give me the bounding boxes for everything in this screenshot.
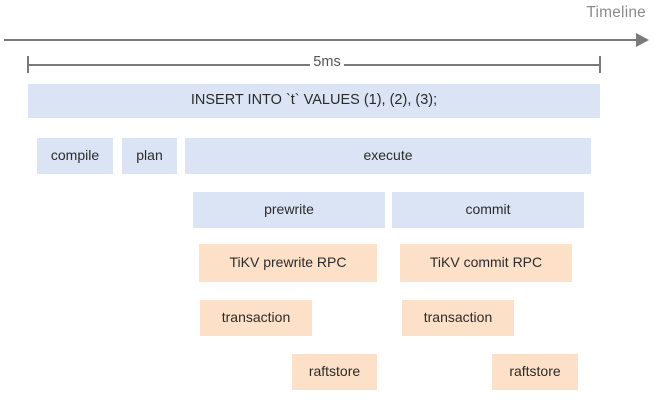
bar-raftstore-row-1[interactable]: raftstore (492, 354, 578, 390)
bar-label: raftstore (308, 363, 361, 380)
bar-label: TiKV prewrite RPC (229, 254, 347, 271)
bar-label: raftstore (509, 363, 561, 380)
bar-label: transaction (221, 309, 291, 326)
duration-ruler-line (27, 64, 601, 66)
bar-label: execute (363, 147, 413, 164)
bar-rpc-row-1[interactable]: TiKV commit RPC (400, 244, 572, 282)
bar-phase-row-2[interactable]: execute (185, 138, 591, 174)
duration-ruler-label-text: 5ms (310, 54, 344, 70)
bar-label: compile (50, 147, 100, 164)
bar-label: prewrite (264, 201, 314, 218)
timeline-title: Timeline (586, 4, 646, 21)
bar-label: plan (136, 147, 163, 164)
bar-raftstore-row-0[interactable]: raftstore (292, 354, 377, 390)
timeline-arrow-icon (636, 33, 649, 47)
bar-phase-row-0[interactable]: compile (37, 138, 113, 174)
bar-label: TiKV commit RPC (429, 254, 543, 271)
bar-rpc-row-0[interactable]: TiKV prewrite RPC (199, 244, 377, 282)
bar-transaction-row-1[interactable]: transaction (402, 300, 514, 336)
timeline-axis-line (4, 39, 640, 41)
duration-ruler-start-tick (27, 56, 29, 73)
bar-label: commit (465, 201, 511, 218)
bar-label: transaction (423, 309, 493, 326)
bar-statement-row-0[interactable]: INSERT INTO `t` VALUES (1), (2), (3); (28, 84, 600, 118)
duration-ruler-label: 5ms (0, 54, 654, 70)
duration-ruler-end-tick (599, 56, 601, 73)
bar-phase-row-1[interactable]: plan (122, 138, 177, 174)
bar-transaction-row-0[interactable]: transaction (200, 300, 312, 336)
bar-label: INSERT INTO `t` VALUES (1), (2), (3); (190, 92, 438, 109)
bar-txn-phase-row-0[interactable]: prewrite (193, 192, 385, 228)
bar-txn-phase-row-1[interactable]: commit (392, 192, 584, 228)
